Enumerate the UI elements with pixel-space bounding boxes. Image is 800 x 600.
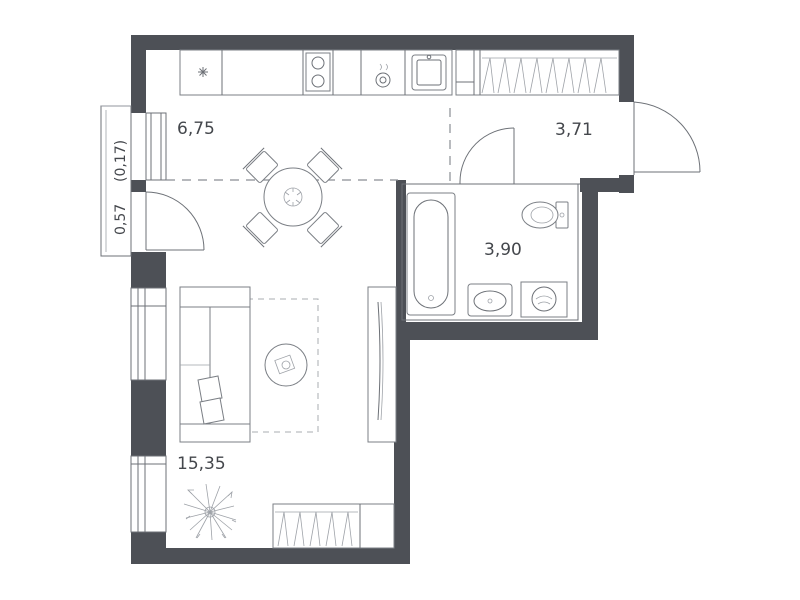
bathtub xyxy=(406,192,456,316)
wall-right-upper xyxy=(619,35,634,102)
table-top xyxy=(263,167,323,227)
toilet xyxy=(521,201,569,229)
chair-bottom-left xyxy=(242,212,278,248)
dining-table xyxy=(242,147,343,248)
coffee-table xyxy=(264,343,308,387)
wall-bath-right xyxy=(582,178,598,340)
bathroom-inner-outline xyxy=(401,183,579,321)
chair-top-left xyxy=(242,147,278,183)
bathroom-area-label: 3,90 xyxy=(484,240,522,260)
balcony-area-label: 0,57 xyxy=(113,204,129,235)
wall-left-mid xyxy=(131,180,146,192)
bathroom-door xyxy=(459,127,515,184)
sink-icon xyxy=(411,54,447,91)
walls xyxy=(131,35,634,564)
wall-bath-left xyxy=(396,180,406,340)
washing-machine xyxy=(520,281,568,318)
entrance-door xyxy=(633,101,701,175)
windows xyxy=(130,112,167,533)
hall-area-label: 3,71 xyxy=(555,120,593,140)
balcony-door xyxy=(145,191,205,251)
wardrobe-living xyxy=(272,503,395,549)
wall-left-lower xyxy=(131,532,166,564)
wall-top xyxy=(131,35,634,50)
chair-top-right xyxy=(307,147,343,183)
washbasin xyxy=(467,283,513,317)
wardrobe-hall xyxy=(455,49,620,96)
wall-left-balcony xyxy=(131,252,166,288)
living-area-label: 15,35 xyxy=(177,454,226,474)
table-plant-icon xyxy=(283,187,303,207)
wall-left-upper xyxy=(131,35,146,113)
tv-stand xyxy=(367,286,397,443)
dishwasher-icon xyxy=(375,63,391,88)
stove-icon xyxy=(305,52,331,92)
window-kitchen xyxy=(145,112,167,181)
window-living-2 xyxy=(130,455,167,533)
balcony-reduced-area-label: (0,17) xyxy=(113,140,129,182)
balcony xyxy=(100,105,132,257)
window-living-1 xyxy=(130,287,167,381)
sofa xyxy=(179,286,251,443)
plant-icon xyxy=(183,483,237,541)
wall-bath-bottom xyxy=(396,322,598,340)
kitchen-area-label: 6,75 xyxy=(177,119,215,139)
wall-living-right xyxy=(394,322,410,564)
wall-left-window-sep xyxy=(131,380,166,456)
wall-bottom xyxy=(131,548,410,564)
fridge-snowflake-icon xyxy=(198,67,208,77)
chair-bottom-right xyxy=(307,212,343,248)
